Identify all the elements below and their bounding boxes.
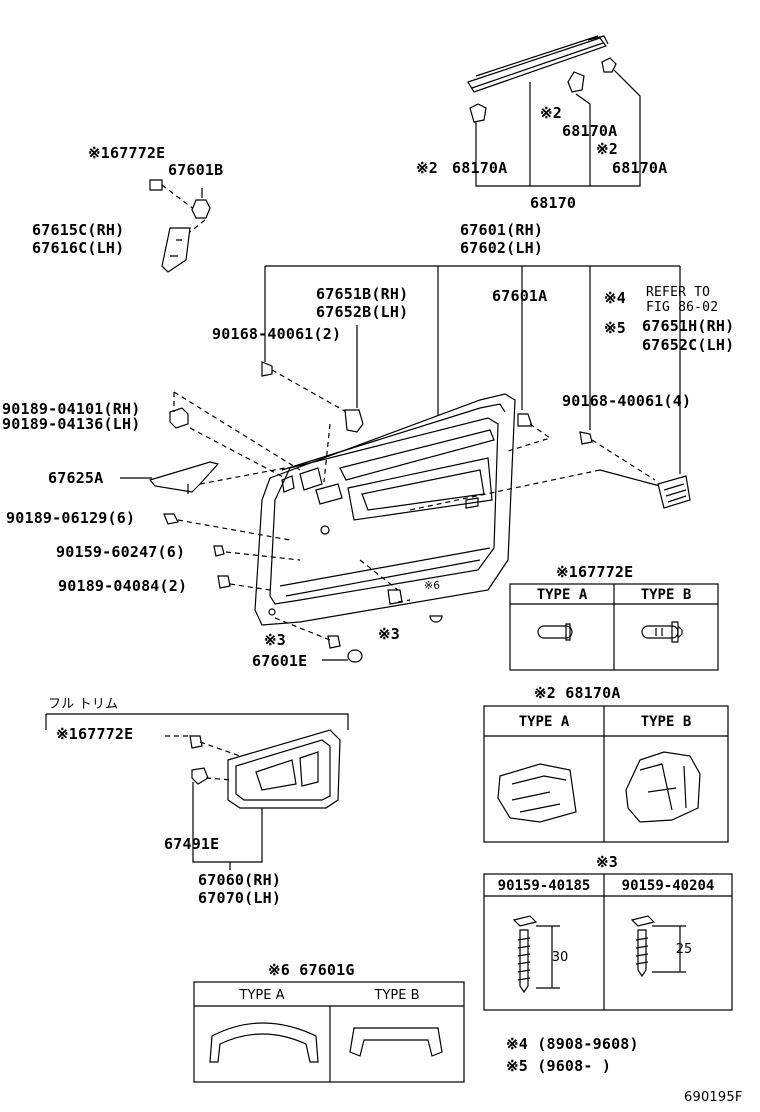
- box3-title: ※3: [596, 853, 618, 871]
- label-90159-60247: 90159-60247(6): [56, 543, 186, 561]
- dim-25: 25: [675, 942, 693, 957]
- label-refer-to: REFER TO: [646, 285, 711, 300]
- armrest-trim-67491e: [227, 729, 341, 809]
- label-67652c: 67652C(LH): [642, 336, 735, 354]
- note5-date: ※5 (9608- ): [506, 1057, 612, 1075]
- label-167772e-top: ※167772E: [88, 144, 166, 162]
- label-68170a-a: 68170A: [562, 122, 618, 140]
- figure-code: 690195F: [684, 1090, 743, 1105]
- label-note3-b: ※3: [378, 625, 400, 643]
- label-note2-top: ※2: [540, 104, 562, 122]
- speaker-grille: [657, 475, 691, 509]
- label-67601b: 67601B: [168, 161, 224, 179]
- label-67651h: 67651H(RH): [642, 317, 735, 335]
- label-67615c: 67615C(RH): [32, 221, 125, 239]
- cover-67615c: [161, 227, 191, 273]
- dim-30: 30: [551, 950, 569, 965]
- clip-67651b: [344, 409, 364, 433]
- label-90189-04136: 90189-04136(LH): [2, 415, 141, 433]
- label-67601: 67601(RH): [460, 221, 544, 239]
- bracket-67625a: [148, 461, 220, 493]
- label-68170a-c: 68170A: [452, 159, 508, 177]
- label-90189-04101: 90189-04101(RH): [2, 400, 141, 418]
- label-67616c: 67616C(LH): [32, 239, 125, 257]
- label-note3-a: ※3: [264, 631, 286, 649]
- box3-part-40204: 90159-40204: [621, 878, 715, 894]
- label-68170: 68170: [530, 194, 577, 212]
- label-67651b: 67651B(RH): [316, 285, 409, 303]
- label-90189-04084: 90189-04084(2): [58, 577, 188, 595]
- label-fig: FIG 86-02: [646, 300, 719, 315]
- label-67601e: 67601E: [252, 652, 308, 670]
- label-90168-b: 90168-40061(4): [562, 392, 692, 410]
- label-note2-left: ※2: [416, 159, 438, 177]
- box2-title: ※2 68170A: [534, 684, 621, 702]
- box4-title: ※6 67601G: [268, 961, 355, 979]
- box1-title: ※167772E: [556, 563, 634, 581]
- label-167772e-low: ※167772E: [56, 725, 134, 743]
- label-67070: 67070(LH): [198, 889, 282, 907]
- label-67602: 67602(LH): [460, 239, 544, 257]
- box1-type-b: TYPE B: [640, 587, 692, 603]
- label-67491e: 67491E: [164, 835, 220, 853]
- box1-type-a: TYPE A: [536, 587, 588, 603]
- clip-67601b: [191, 199, 211, 219]
- door-trim-panel: [254, 393, 516, 626]
- box4-type-b: TYPE B: [374, 988, 420, 1003]
- label-67060: 67060(RH): [198, 871, 282, 889]
- clip-167772e: [149, 179, 163, 191]
- label-note2-right: ※2: [596, 140, 618, 158]
- label-67625a: 67625A: [48, 469, 104, 487]
- label-note6-small: ※6: [424, 579, 441, 592]
- label-68170a-b: 68170A: [612, 159, 668, 177]
- box2-type-a: TYPE A: [518, 714, 570, 730]
- clip-parts-68170a: [469, 57, 617, 123]
- label-note5: ※5: [604, 319, 626, 337]
- note4-date: ※4 (8908-9608): [506, 1035, 639, 1053]
- label-67601a: 67601A: [492, 287, 548, 305]
- box4-type-a: TYPE A: [239, 988, 285, 1003]
- box3-part-40185: 90159-40185: [497, 878, 591, 894]
- label-note4: ※4: [604, 289, 626, 307]
- label-full-trim: フル トリム: [48, 697, 119, 712]
- label-90189-06129: 90189-06129(6): [6, 509, 136, 527]
- label-67652b: 67652B(LH): [316, 303, 409, 321]
- box2-type-b: TYPE B: [640, 714, 692, 730]
- weatherstrip-part: [467, 35, 609, 93]
- label-90168-a: 90168-40061(2): [212, 325, 342, 343]
